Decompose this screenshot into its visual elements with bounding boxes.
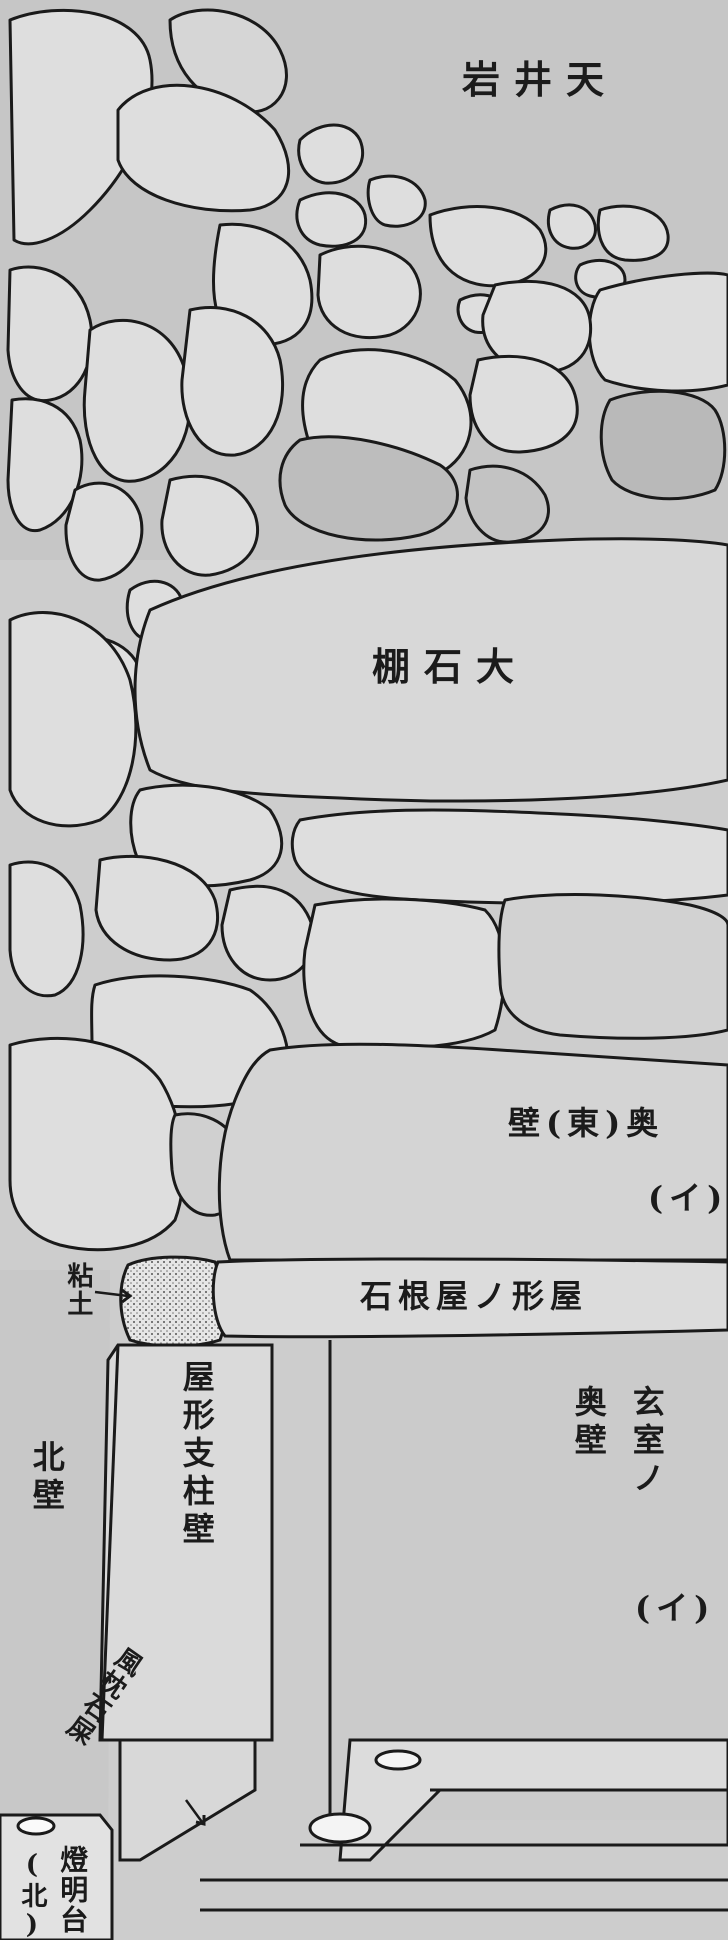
lamp-stand xyxy=(0,1813,114,1940)
clay-arrow xyxy=(94,1290,129,1298)
ceiling-rock xyxy=(6,265,94,403)
ceiling-rock xyxy=(116,83,291,213)
pillow-arrow xyxy=(184,1799,204,1823)
ceiling-rock xyxy=(468,354,579,454)
ceiling-rock xyxy=(278,435,459,542)
pillow-recess xyxy=(374,1749,422,1771)
north-wall-area xyxy=(0,1270,110,1940)
wall-stone xyxy=(8,1036,185,1252)
ceiling-rock xyxy=(428,205,548,288)
lintel-label: 棚石大 xyxy=(372,644,529,689)
chamber-back-wall-label-a: 玄室ノ xyxy=(627,1385,666,1499)
ceiling-rock xyxy=(599,389,727,501)
ceiling-rock xyxy=(82,318,192,483)
pillow-arrow-head xyxy=(195,1815,206,1826)
roof-base-stone-label: 石根屋ノ形屋 xyxy=(360,1277,589,1315)
clay-arrow-head xyxy=(121,1288,133,1304)
wall-stone xyxy=(290,808,728,905)
ceiling-rock xyxy=(316,244,422,340)
wall-stone xyxy=(94,854,220,962)
lamp-bowl xyxy=(16,1816,56,1836)
ceiling-rock xyxy=(546,203,597,250)
wall-stone xyxy=(8,611,138,828)
chamber-marker: (イ) xyxy=(635,1589,716,1627)
ceiling-label: 岩井天 xyxy=(462,57,619,102)
lamp-stand-direction: (北) xyxy=(16,1850,47,1940)
ceiling-rock xyxy=(180,305,285,457)
ceiling-rock xyxy=(596,204,670,262)
clay-label: 粘土 xyxy=(62,1262,93,1318)
pillow-recess xyxy=(308,1812,372,1844)
wall-stone xyxy=(8,860,85,998)
chamber-back-wall-label-b: 奥壁 xyxy=(569,1385,608,1461)
pillow-stone xyxy=(300,1788,728,1847)
north-wall-label: 北壁 xyxy=(27,1440,66,1516)
lamp-stand-label: 燈明台 xyxy=(56,1845,90,1935)
ceiling-rock xyxy=(64,481,144,582)
back-wall-east-label: 壁(東)奥 xyxy=(508,1104,665,1142)
clay-patch xyxy=(119,1255,227,1348)
ceiling-rock xyxy=(297,123,364,185)
back-wall-east-marker: (イ) xyxy=(648,1179,728,1217)
ceiling-rock xyxy=(464,464,550,544)
ceiling-rock xyxy=(366,174,427,228)
ceiling-rock xyxy=(160,474,260,577)
pillar-wall-label: 屋形支柱壁 xyxy=(177,1360,216,1550)
roof-base-slab xyxy=(211,1257,728,1339)
ceiling-rock xyxy=(587,271,728,393)
ceiling-rock xyxy=(481,279,593,374)
lintel-slab xyxy=(133,537,728,803)
ceiling-rock xyxy=(295,191,368,248)
wall-stone xyxy=(497,893,728,1040)
wall-stone xyxy=(302,897,506,1050)
back-wall-plane xyxy=(217,1042,728,1262)
